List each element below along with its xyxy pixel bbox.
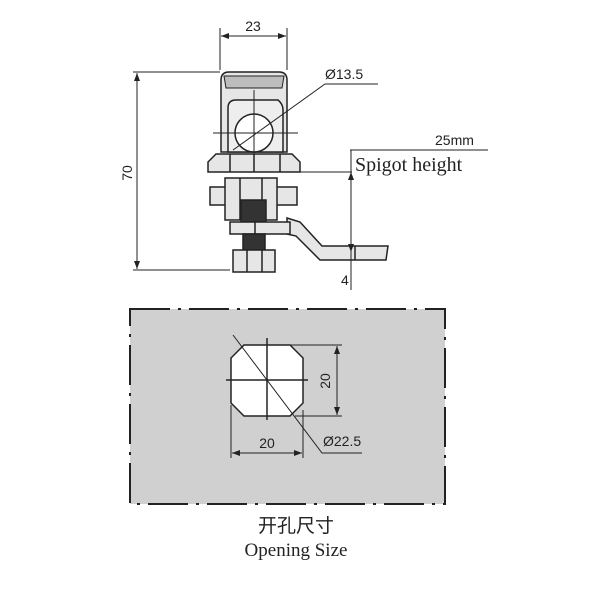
keyhole-diameter: Ø13.5 bbox=[325, 66, 363, 82]
opening-height-dimension: 20 bbox=[317, 373, 333, 389]
opening-panel: 20 20 Ø22.5 bbox=[129, 308, 446, 505]
height-dimension: 70 bbox=[119, 165, 135, 181]
spigot-value: 25mm bbox=[435, 132, 474, 148]
opening-title-en: Opening Size bbox=[245, 540, 348, 561]
lock-dimension-lines bbox=[133, 28, 488, 290]
width-dimension: 23 bbox=[245, 18, 261, 34]
spigot-label: Spigot height bbox=[355, 154, 463, 176]
opening-width-dimension: 20 bbox=[259, 435, 275, 451]
offset-dimension: 4 bbox=[341, 272, 349, 288]
opening-title-cn: 开孔尺寸 bbox=[258, 515, 334, 537]
opening-diameter: Ø22.5 bbox=[323, 433, 361, 449]
